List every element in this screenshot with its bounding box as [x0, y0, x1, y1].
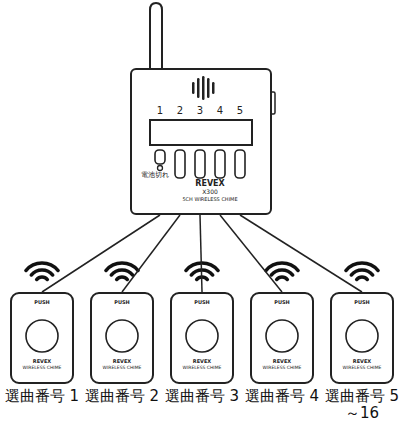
push-transmitter: PUSHREVEXWIRELESS CHIME選曲番号 1: [10, 292, 74, 384]
button-print: REVEX: [353, 359, 371, 364]
push-button-circle: [186, 320, 218, 352]
wave-arc: [277, 277, 288, 280]
push-transmitter: PUSHREVEXWIRELESS CHIME選曲番号 2: [90, 292, 154, 384]
channel-link: [220, 215, 282, 292]
brand-label: REVEX: [195, 180, 224, 188]
wave-arc: [31, 270, 52, 275]
melody-number-label: 選曲番号 2: [80, 388, 164, 405]
button-print: WIRELESS CHIME: [23, 366, 62, 371]
button-print: REVEX: [33, 359, 51, 364]
channel-link: [240, 215, 362, 292]
receiver-unit: REVEXX300 5CH WIRELESS CHIME 1 2 3 4 5 電池切れ: [130, 68, 272, 215]
push-transmitter: PUSHREVEXWIRELESS CHIME選曲番号 4: [250, 292, 314, 384]
button-print: PUSH: [34, 300, 50, 305]
push-button-circle: [266, 320, 298, 352]
brand-label: X300: [202, 189, 218, 195]
button-print: PUSH: [194, 300, 210, 305]
push-button-circle: [26, 320, 58, 352]
melody-number-label: 選曲番号 4: [240, 388, 324, 405]
wave-arc: [111, 270, 132, 275]
channel-number: 4: [217, 106, 223, 116]
melody-number-label: 選曲番号 5～16: [320, 388, 400, 422]
wave-arc: [37, 277, 48, 280]
wave-arc: [266, 263, 298, 271]
button-print: PUSH: [274, 300, 290, 305]
button-print: REVEX: [193, 359, 211, 364]
channel-number: 3: [197, 106, 203, 116]
push-transmitter: PUSHREVEXWIRELESS CHIME選曲番号 5～16: [330, 292, 394, 384]
melody-number-label: 選曲番号 1: [0, 388, 84, 405]
brand-label: 5CH WIRELESS CHIME: [182, 197, 237, 202]
button-illustrations: [26, 320, 378, 352]
receiver-body: [130, 68, 272, 215]
wave-arc: [26, 263, 58, 271]
channel-link: [42, 215, 160, 292]
wave-arc: [106, 263, 138, 271]
push-button-circle: [346, 320, 378, 352]
button-print: WIRELESS CHIME: [343, 366, 382, 371]
button-print: WIRELESS CHIME: [103, 366, 142, 371]
channel-link: [200, 215, 202, 292]
wave-arc: [117, 277, 128, 280]
channel-number: 5: [237, 106, 243, 116]
display-window: [150, 120, 252, 145]
push-button-circle: [106, 320, 138, 352]
melody-number-label: 選曲番号 3: [160, 388, 244, 405]
antenna: [150, 3, 162, 70]
channel-number: 1: [157, 106, 163, 116]
speaker-grille: [192, 76, 215, 100]
channel-number: 2: [177, 106, 183, 116]
battery-led: [158, 166, 163, 171]
channel-link: [122, 215, 180, 292]
button-print: WIRELESS CHIME: [183, 366, 222, 371]
push-transmitter: PUSHREVEXWIRELESS CHIME選曲番号 3: [170, 292, 234, 384]
wave-arc: [357, 277, 368, 280]
button-print: PUSH: [114, 300, 130, 305]
button-print: REVEX: [273, 359, 291, 364]
button-print: PUSH: [354, 300, 370, 305]
button-print: WIRELESS CHIME: [263, 366, 302, 371]
button-print: REVEX: [113, 359, 131, 364]
led-label: 電池切れ: [141, 172, 169, 179]
wave-arc: [351, 270, 372, 275]
wave-arc: [346, 263, 378, 271]
wave-arc: [271, 270, 292, 275]
